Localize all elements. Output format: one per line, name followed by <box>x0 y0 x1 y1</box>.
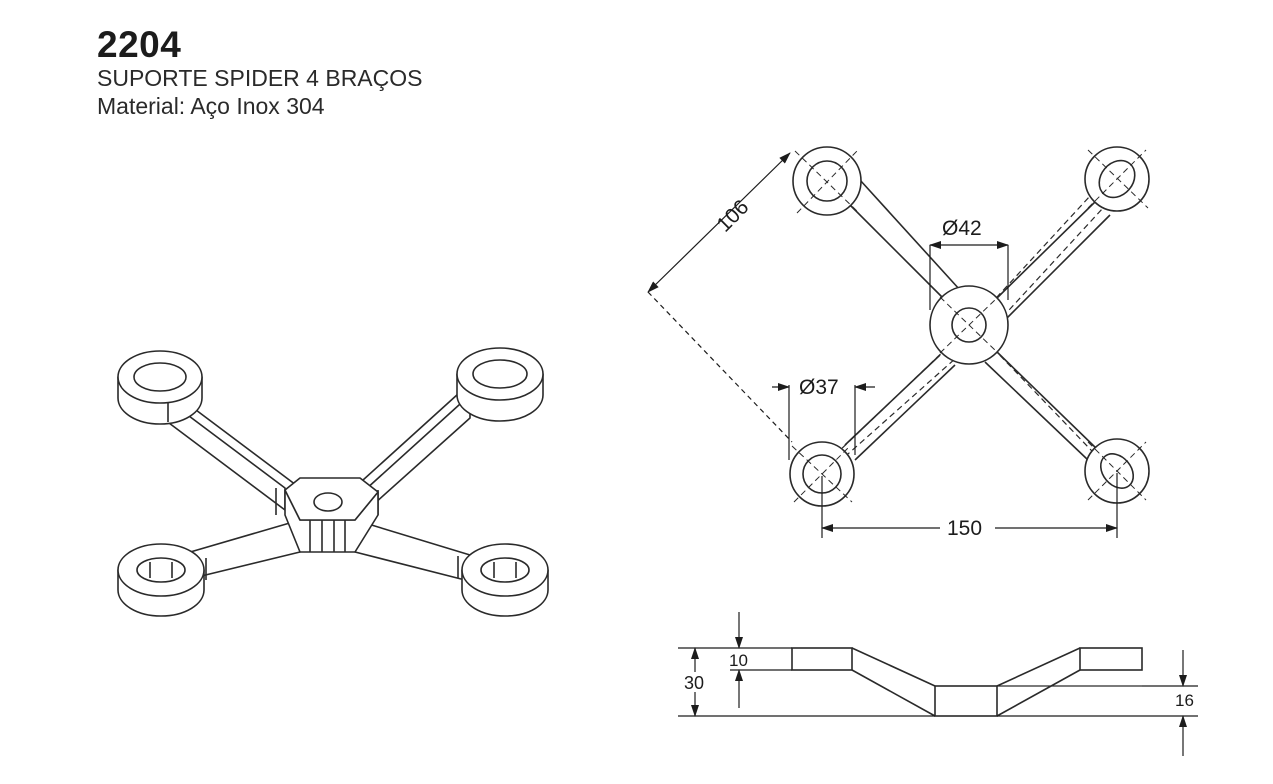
top-ring-top-left <box>792 146 862 216</box>
dim-offset: 16 <box>1175 650 1194 756</box>
dim-center-diameter: Ø42 <box>929 217 1009 310</box>
dim-total-height: 30 <box>684 647 708 717</box>
dim-spacing-label: 150 <box>947 517 982 540</box>
dim-spacing: 150 <box>821 473 1118 540</box>
product-material: Material: Aço Inox 304 <box>97 93 325 119</box>
dim-thickness: 10 <box>729 612 748 708</box>
dim-center-diameter-label: Ø42 <box>942 217 982 240</box>
iso-arm-front-right <box>354 519 471 581</box>
dim-total-height-label: 30 <box>684 673 704 693</box>
top-center-hub <box>929 285 1009 365</box>
dim-end-diameter-label: Ø37 <box>799 376 839 399</box>
product-header: 2204 SUPORTE SPIDER 4 BRAÇOS Material: A… <box>97 26 423 120</box>
dim-thickness-label: 10 <box>729 651 748 670</box>
iso-center-hub <box>284 477 379 553</box>
isometric-view <box>117 347 549 617</box>
iso-ring-front-right <box>461 543 549 617</box>
iso-ring-front-left <box>117 543 205 617</box>
dim-offset-label: 16 <box>1175 691 1194 710</box>
dim-diagonal-label: 106 <box>712 196 753 237</box>
dim-end-diameter: Ø37 <box>772 376 875 460</box>
top-ring-top-right <box>1084 146 1150 212</box>
product-code: 2204 <box>97 24 182 65</box>
side-view <box>791 647 1143 717</box>
dim-diagonal: 106 <box>647 152 793 443</box>
iso-ring-back-left <box>117 350 203 425</box>
top-view-dimensions: 106 Ø42 Ø37 150 <box>647 152 1118 540</box>
side-view-dimensions: 10 30 16 <box>678 612 1198 756</box>
product-title: SUPORTE SPIDER 4 BRAÇOS <box>97 65 423 91</box>
top-view <box>789 146 1150 507</box>
iso-ring-back-right <box>456 347 544 422</box>
